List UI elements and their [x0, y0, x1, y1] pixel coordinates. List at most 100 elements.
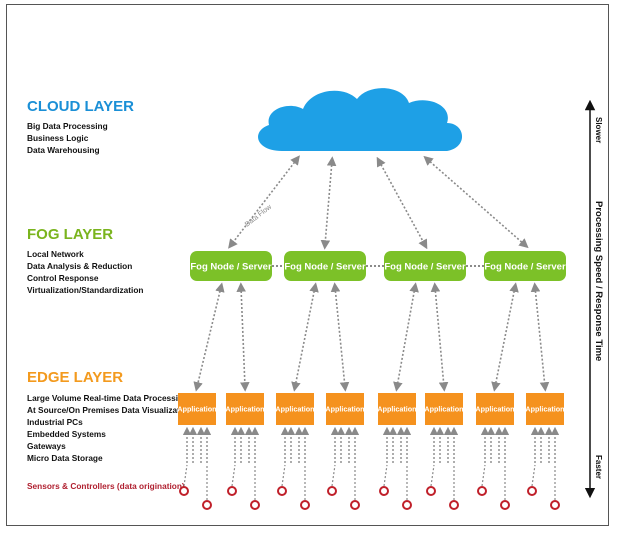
connector-lines — [182, 155, 560, 500]
application-box — [526, 393, 564, 425]
sensor-node — [402, 500, 412, 510]
edge-layer-item: Large Volume Real-time Data Processing — [27, 393, 188, 403]
application-box — [476, 393, 514, 425]
edge-layer-item: Gateways — [27, 441, 66, 451]
fog-nodes: Fog Node / Server Fog Node / Server Fog No… — [190, 251, 566, 281]
application-node: Application — [225, 393, 265, 425]
fog-node-label: Fog Node / Server — [484, 262, 566, 273]
sensor-node — [379, 486, 389, 496]
sensor-node — [350, 500, 360, 510]
sensor-link — [481, 464, 486, 487]
application-label: Application — [475, 405, 514, 414]
fog-node: Fog Node / Server — [384, 251, 466, 281]
axis-slower-label: Slower — [594, 117, 603, 143]
sensor-node — [500, 500, 510, 510]
sensor-node — [202, 500, 212, 510]
fog-app-connector — [491, 282, 519, 392]
fog-node-box — [384, 251, 466, 281]
fog-layer-legend: FOG LAYER Local Network Data Analysis & … — [27, 226, 143, 295]
fog-layer-item: Local Network — [27, 249, 84, 259]
application-label: Application — [225, 405, 264, 414]
application-node: Application — [377, 393, 417, 425]
application-node: Application — [275, 393, 315, 425]
sensor-link — [331, 464, 336, 487]
sensor-node — [477, 486, 487, 496]
application-label: Application — [525, 405, 564, 414]
axis-middle-label: Processing Speed / Response Time — [593, 201, 604, 361]
application-node: Application — [475, 393, 515, 425]
edge-layer-legend: EDGE LAYER Large Volume Real-time Data P… — [27, 369, 192, 463]
sensor-link — [430, 464, 435, 487]
sensor-link — [183, 464, 188, 487]
edge-layer-item: Embedded Systems — [27, 429, 106, 439]
application-box — [226, 393, 264, 425]
application-node: Application — [424, 393, 464, 425]
data-flow-label: Data Flow — [244, 203, 274, 228]
application-box — [178, 393, 216, 425]
application-label: Application — [325, 405, 364, 414]
cloud-fog-connector — [228, 155, 300, 249]
fog-app-connector — [430, 282, 449, 392]
application-box — [326, 393, 364, 425]
sensor-link — [531, 464, 536, 487]
fog-app-connector — [236, 282, 250, 392]
sensor-node — [250, 500, 260, 510]
fog-layer-item: Virtualization/Standardization — [27, 285, 143, 295]
fog-node-box — [284, 251, 366, 281]
sensor-link — [383, 464, 388, 487]
cloud-fog-connector — [320, 156, 337, 250]
cloud-fog-connector — [376, 156, 428, 250]
application-label: Application — [275, 405, 314, 414]
fog-node-label: Fog Node / Server — [384, 262, 466, 273]
application-label: Application — [424, 405, 463, 414]
fog-node: Fog Node / Server — [484, 251, 566, 281]
fog-layer-item: Control Response — [27, 273, 99, 283]
response-time-axis: Slower Processing Speed / Response Time … — [584, 99, 604, 499]
application-box — [425, 393, 463, 425]
sensor-node — [550, 500, 560, 510]
sensors — [179, 486, 560, 510]
cloud-layer-item: Business Logic — [27, 133, 89, 143]
application-box — [276, 393, 314, 425]
fog-app-connector — [291, 282, 319, 392]
cloud-layer-title: CLOUD LAYER — [27, 98, 134, 115]
edge-layer-item: Industrial PCs — [27, 417, 83, 427]
fog-node: Fog Node / Server — [190, 251, 272, 281]
fog-node-box — [190, 251, 272, 281]
application-label: Application — [177, 405, 216, 414]
application-boxes: Application Application Application Applica… — [177, 393, 565, 425]
cloud-layer-item: Data Warehousing — [27, 145, 100, 155]
axis-faster-label: Faster — [594, 455, 603, 479]
fog-app-connector — [393, 282, 419, 392]
fog-node: Fog Node / Server — [284, 251, 366, 281]
cloud-shape — [258, 88, 463, 151]
cloud-fog-connector — [423, 155, 529, 249]
application-node: Application — [177, 393, 217, 425]
fog-node-label: Fog Node / Server — [284, 262, 366, 273]
fog-layer-item: Data Analysis & Reduction — [27, 261, 132, 271]
edge-layer-title: EDGE LAYER — [27, 369, 123, 386]
cloud-layer-legend: CLOUD LAYER Big Data Processing Business… — [27, 98, 134, 155]
fog-app-connector — [330, 282, 350, 392]
sensor-node — [527, 486, 537, 496]
application-label: Application — [377, 405, 416, 414]
sensor-node — [426, 486, 436, 496]
fog-app-connector — [530, 282, 550, 392]
cloud-layer-item: Big Data Processing — [27, 121, 108, 131]
application-node: Application — [325, 393, 365, 425]
fog-layer-title: FOG LAYER — [27, 226, 113, 243]
application-node: Application — [525, 393, 565, 425]
sensor-node — [179, 486, 189, 496]
sensor-node — [300, 500, 310, 510]
fog-node-box — [484, 251, 566, 281]
sensor-node — [449, 500, 459, 510]
sensor-node — [277, 486, 287, 496]
fog-computing-diagram: CLOUD LAYER Big Data Processing Business… — [27, 88, 604, 510]
sensor-link — [231, 464, 236, 487]
edge-layer-item: Micro Data Storage — [27, 453, 103, 463]
sensor-link — [281, 464, 286, 487]
application-box — [378, 393, 416, 425]
edge-layer-item: At Source/On Premises Data Visualization — [27, 405, 192, 415]
fog-node-label: Fog Node / Server — [190, 262, 272, 273]
sensor-node — [227, 486, 237, 496]
